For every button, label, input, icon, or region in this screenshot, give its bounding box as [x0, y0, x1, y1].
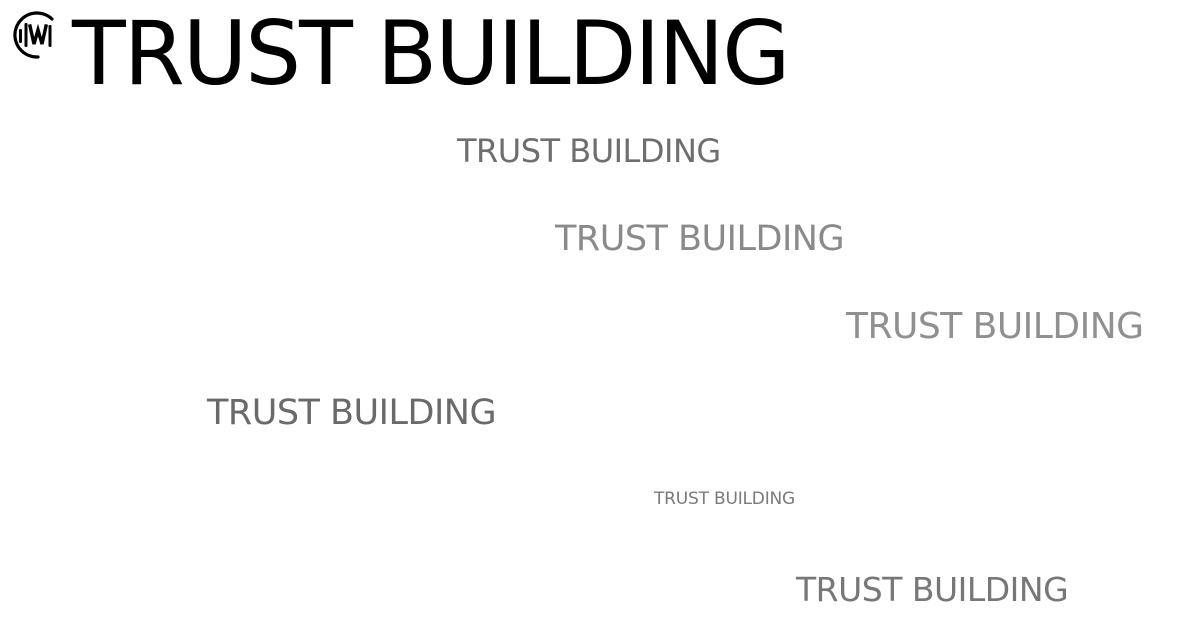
brand-logo-icon	[8, 10, 60, 62]
repeated-slogan: TRUST BUILDING	[654, 489, 796, 509]
soundwave-circle-logo-icon	[13, 11, 54, 59]
repeated-slogan: TRUST BUILDING	[555, 219, 845, 259]
repeated-slogan: TRUST BUILDING	[846, 306, 1144, 347]
page-title: TRUST BUILDING	[72, 2, 790, 105]
repeated-slogan: TRUST BUILDING	[796, 570, 1069, 609]
repeated-slogan: TRUST BUILDING	[207, 393, 497, 433]
repeated-slogan: TRUST BUILDING	[457, 132, 721, 170]
